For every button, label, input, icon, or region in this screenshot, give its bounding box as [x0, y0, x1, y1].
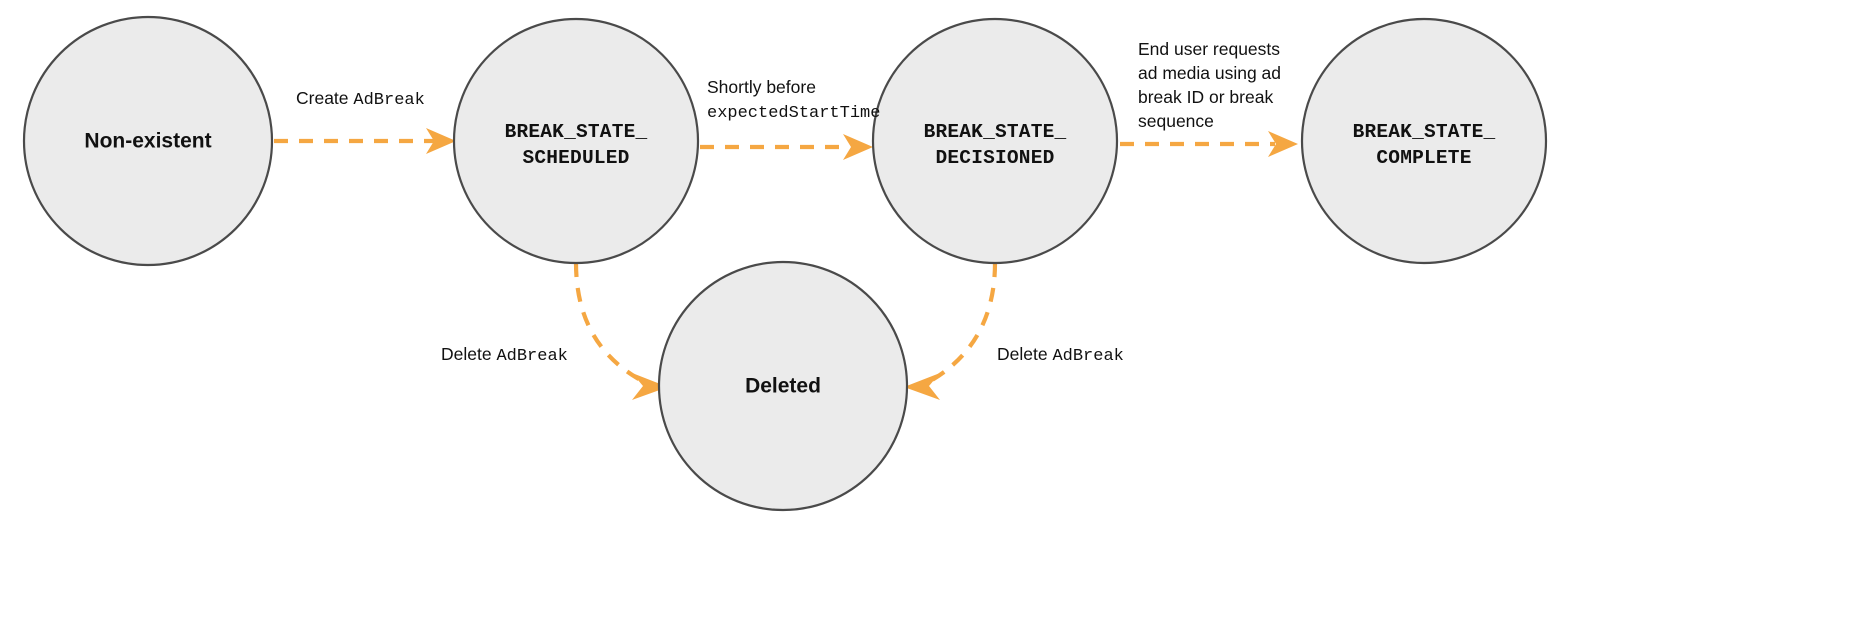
edge-delete-from-decisioned[interactable]: [904, 262, 998, 400]
node-break-state-decisioned-label-line2: DECISIONED: [935, 147, 1054, 169]
edge-label-delete-scheduled-text: Delete AdBreak: [441, 344, 568, 366]
edge-end-user-requests[interactable]: [1120, 131, 1298, 157]
node-deleted-label: Deleted: [745, 375, 821, 398]
edge-label-end-user-line3: break ID or break: [1138, 87, 1273, 107]
node-deleted-shape: [657, 260, 909, 512]
edge-create-adbreak[interactable]: [274, 128, 456, 154]
node-non-existent-shape: [22, 15, 274, 267]
edge-label-delete-decisioned-prefix: Delete: [997, 344, 1052, 364]
edge-delete-from-scheduled-line: [573, 262, 649, 386]
node-break-state-decisioned-label-line1: BREAK_STATE_: [924, 121, 1067, 143]
edge-delete-from-decisioned-arrowhead: [904, 373, 940, 400]
node-break-state-decisioned-shape: [871, 17, 1119, 265]
edge-label-delete-from-decisioned: Delete AdBreak: [997, 344, 1124, 366]
node-break-state-scheduled-label-line1: BREAK_STATE_: [505, 121, 648, 143]
edge-label-create-mono: AdBreak: [353, 91, 424, 110]
edge-label-delete-decisioned-mono: AdBreak: [1052, 347, 1123, 366]
node-break-state-scheduled-label-line2: SCHEDULED: [522, 147, 629, 169]
edge-label-create-prefix: Create: [296, 88, 353, 108]
edge-shortly-before[interactable]: [700, 134, 873, 160]
edge-label-delete-scheduled-prefix: Delete: [441, 344, 496, 364]
node-break-state-complete-label-line1: BREAK_STATE_: [1353, 121, 1496, 143]
edge-label-end-user-requests: End user requests ad media using ad brea…: [1138, 39, 1281, 131]
node-break-state-scheduled-shape: [452, 17, 700, 265]
edge-label-shortly-before-line1: Shortly before: [707, 77, 816, 97]
node-deleted[interactable]: Deleted: [657, 260, 909, 512]
edge-delete-from-scheduled-arrowhead: [632, 373, 668, 400]
node-break-state-complete-label-line2: COMPLETE: [1376, 147, 1471, 169]
edge-label-end-user-line1: End user requests: [1138, 39, 1280, 59]
node-break-state-decisioned[interactable]: BREAK_STATE_ DECISIONED: [871, 17, 1119, 265]
edge-label-create-adbreak-text: Create AdBreak: [296, 88, 425, 110]
edge-create-adbreak-arrowhead: [426, 128, 456, 154]
edge-label-shortly-before-line2: expectedStartTime: [707, 104, 880, 123]
node-break-state-scheduled[interactable]: BREAK_STATE_ SCHEDULED: [452, 17, 700, 265]
node-non-existent-label: Non-existent: [84, 130, 211, 153]
edge-label-delete-decisioned-text: Delete AdBreak: [997, 344, 1124, 366]
edge-end-user-requests-arrowhead: [1268, 131, 1298, 157]
node-break-state-complete[interactable]: BREAK_STATE_ COMPLETE: [1300, 17, 1548, 265]
edge-delete-from-decisioned-line: [924, 262, 998, 386]
edge-label-end-user-line4: sequence: [1138, 111, 1214, 131]
edge-label-end-user-line2: ad media using ad: [1138, 63, 1281, 83]
node-non-existent[interactable]: Non-existent: [22, 15, 274, 267]
edge-label-delete-from-scheduled: Delete AdBreak: [441, 344, 568, 366]
node-break-state-complete-shape: [1300, 17, 1548, 265]
edge-delete-from-scheduled[interactable]: [573, 262, 668, 400]
edge-label-shortly-before: Shortly before expectedStartTime: [707, 77, 880, 123]
edge-label-create-adbreak: Create AdBreak: [296, 88, 425, 110]
edge-label-delete-scheduled-mono: AdBreak: [496, 347, 567, 366]
edge-shortly-before-arrowhead: [843, 134, 873, 160]
